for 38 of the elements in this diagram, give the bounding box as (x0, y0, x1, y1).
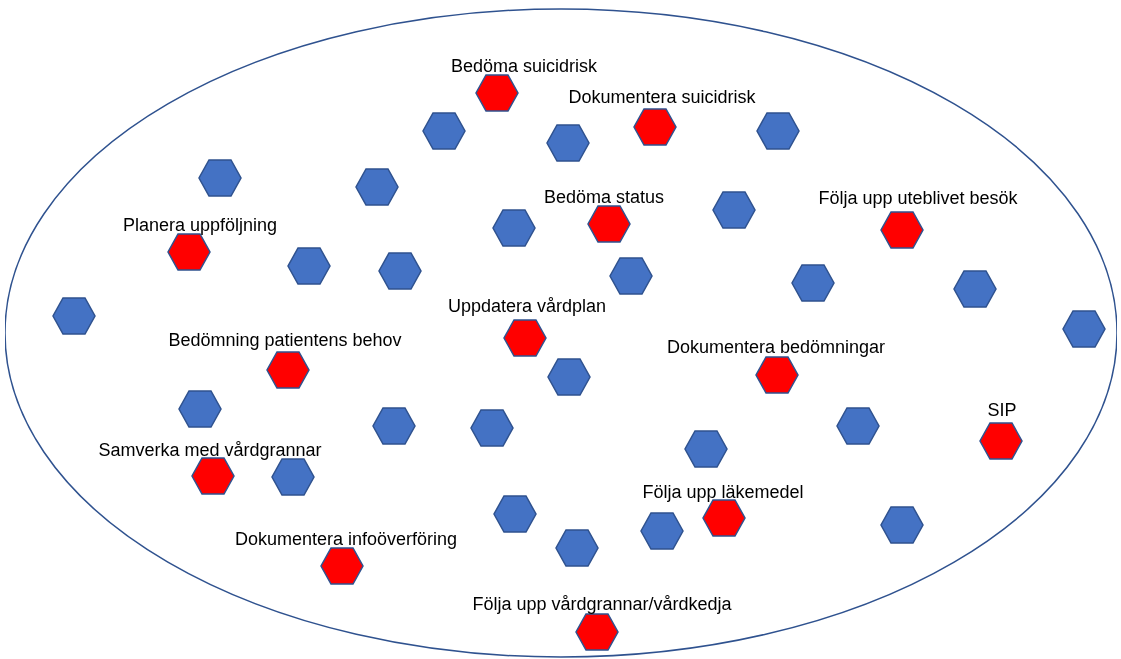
hexagon-label: Dokumentera bedömningar (666, 336, 886, 358)
hexagon-label: Följa upp vårdgrannar/vårdkedja (472, 593, 732, 615)
hexagon (372, 407, 416, 445)
hexagon (712, 191, 756, 229)
hexagon (198, 159, 242, 197)
hexagon-label: Dokumentera infoöverföring (234, 528, 458, 550)
hexagon-label: Bedömning patientens behov (168, 329, 402, 351)
hexagon (555, 529, 599, 567)
hexagon (756, 112, 800, 150)
hexagon-label: SIP (987, 399, 1017, 421)
hexagon (546, 124, 590, 162)
hexagon (791, 264, 835, 302)
hexagon (271, 458, 315, 496)
hexagon (493, 495, 537, 533)
hexagon (1062, 310, 1106, 348)
hexagon-label: Bedöma suicidrisk (450, 55, 598, 77)
hexagon (378, 252, 422, 290)
hexagon (422, 112, 466, 150)
hexagon (470, 409, 514, 447)
hexagon-label: Följa upp uteblivet besök (818, 187, 1018, 209)
hexagon-label: Planera uppföljning (122, 214, 278, 236)
hexagon (609, 257, 653, 295)
hexagon (953, 270, 997, 308)
hexagon (684, 430, 728, 468)
hexagon-label: Bedöma status (543, 186, 665, 208)
hexagon (640, 512, 684, 550)
hexagon-label: Samverka med vårdgrannar (98, 439, 322, 461)
hexagon (178, 390, 222, 428)
hexagon-label: Uppdatera vårdplan (447, 295, 607, 317)
hexagon (547, 358, 591, 396)
hexagon (836, 407, 880, 445)
hexagon (52, 297, 96, 335)
hexagon-label: Dokumentera suicidrisk (568, 86, 756, 108)
hexagon (492, 209, 536, 247)
hexagon (287, 247, 331, 285)
hexagon (355, 168, 399, 206)
hexagon-label: Följa upp läkemedel (642, 481, 804, 503)
hexagon (880, 506, 924, 544)
